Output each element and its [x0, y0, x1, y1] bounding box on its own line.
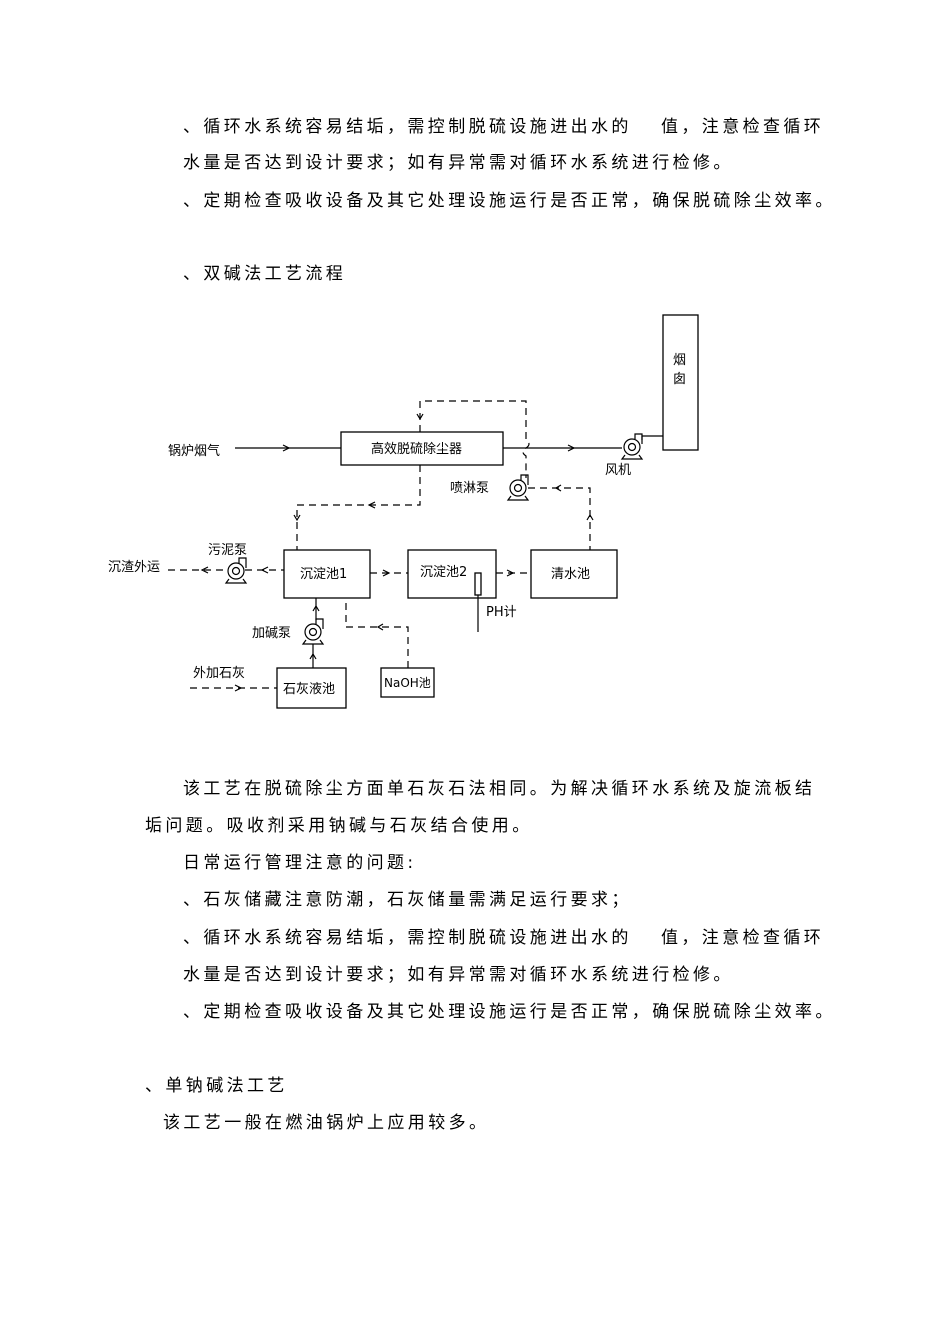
alkali-pump-label: 加碱泵: [252, 626, 291, 641]
chimney-label: 烟: [673, 353, 686, 368]
naoh-tank-label: NaOH池: [384, 676, 431, 690]
slag-out-label: 沉渣外运: [108, 560, 160, 575]
section-title: 、双碱法工艺流程: [183, 264, 347, 284]
sludge-pump-icon: [225, 557, 247, 584]
paragraph-line: 、定期检查吸收设备及其它处理设施运行是否正常，确保脱硫除尘效率。: [183, 1002, 836, 1022]
tank1-box: [283, 549, 371, 599]
chimney-label: 囱: [673, 372, 686, 387]
paragraph-line: 水量是否达到设计要求；如有异常需对循环水系统进行检修。: [183, 965, 734, 985]
chimney: [662, 314, 699, 451]
fan-label: 风机: [605, 463, 631, 478]
alkali-pump-icon: [302, 618, 324, 645]
spray-pump-icon: [507, 474, 529, 501]
paragraph-line: 、循环水系统容易结垢，需控制脱硫设施进出水的 值，注意检查循环: [183, 928, 825, 948]
section-title: 、单钠碱法工艺: [145, 1076, 288, 1096]
paragraph-line: 、循环水系统容易结垢，需控制脱硫设施进出水的 值，注意检查循环: [183, 117, 825, 137]
spray-pump-label: 喷淋泵: [450, 481, 489, 496]
paragraph-line: 、石灰储藏注意防潮，石灰储量需满足运行要求；: [183, 890, 632, 910]
clear-tank-label: 清水池: [551, 567, 590, 582]
paragraph-line: 垢问题。吸收剂采用钠碱与石灰结合使用。: [145, 816, 533, 836]
paragraph-line: 该工艺一般在燃油锅炉上应用较多。: [163, 1113, 490, 1133]
ph-meter-label: PH计: [486, 605, 517, 620]
tank1-label: 沉淀池1: [300, 567, 347, 582]
paragraph-line: 水量是否达到设计要求；如有异常需对循环水系统进行检修。: [183, 153, 734, 173]
desulfurizer-label: 高效脱硫除尘器: [371, 441, 462, 457]
sludge-pump-label: 污泥泵: [208, 543, 247, 558]
lime-tank-box: [276, 667, 347, 709]
lime-add-label: 外加石灰: [193, 666, 245, 681]
paragraph-line: 日常运行管理注意的问题:: [183, 853, 417, 873]
fan-icon: [621, 433, 643, 460]
ph-meter-icon: [474, 572, 482, 596]
paragraph-line: 、定期检查吸收设备及其它处理设施运行是否正常，确保脱硫除尘效率。: [183, 191, 836, 211]
tank2-label: 沉淀池2: [420, 565, 467, 580]
paragraph-line: 该工艺在脱硫除尘方面单石灰石法相同。为解决循环水系统及旋流板结: [183, 779, 816, 799]
lime-tank-label: 石灰液池: [283, 682, 335, 697]
clear-tank-box: [530, 549, 618, 599]
naoh-tank-box: [380, 667, 435, 698]
boiler-gas-label: 锅炉烟气: [168, 443, 220, 459]
desulfurizer-box: [340, 431, 504, 466]
